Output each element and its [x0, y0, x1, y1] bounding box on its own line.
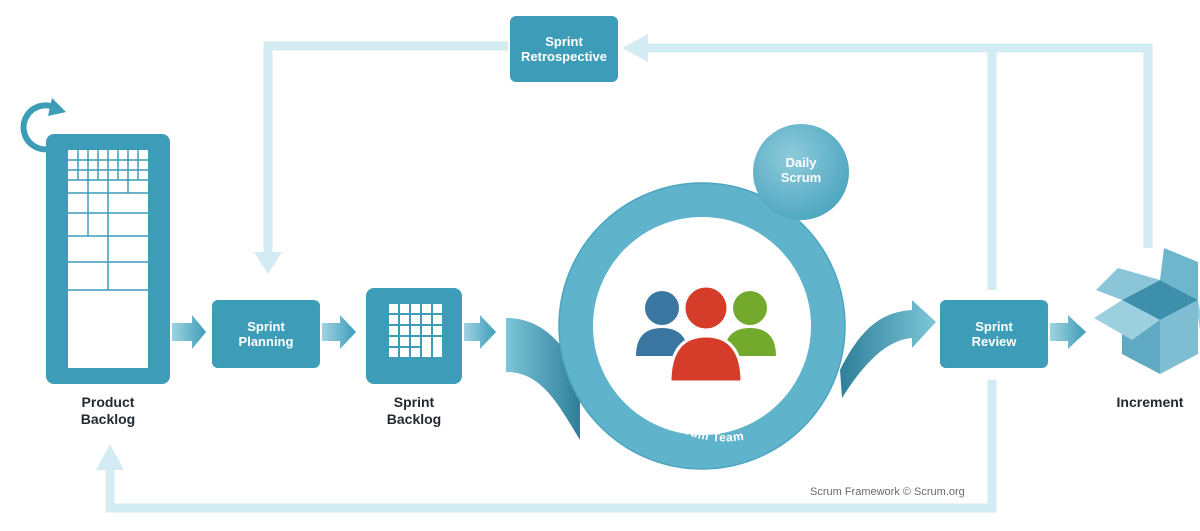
arrow-sprint-backlog-to-team: [464, 315, 496, 349]
review-to-product-backlog-loop: [105, 380, 997, 513]
copyright-credit: Scrum Framework © Scrum.org: [810, 486, 965, 498]
arrow-backlog-to-planning: [172, 315, 206, 349]
increment-box-icon: [1094, 248, 1200, 374]
sprint-backlog-line-2: Backlog: [386, 411, 442, 427]
increment-loop-top: [992, 43, 1153, 248]
sprint-review-label: Sprint Review: [940, 319, 1048, 349]
product-backlog-arrowhead: [96, 444, 124, 470]
sprint-planning-label: Sprint Planning: [212, 319, 320, 349]
planning-arrowhead: [254, 252, 282, 274]
increment-label: Increment: [1116, 394, 1184, 410]
daily-scrum-bubble: [753, 124, 849, 220]
sprint-retrospective-box: [510, 16, 618, 82]
sprint-backlog-line-1: Sprint: [393, 394, 435, 410]
daily-scrum-line-2: Scrum: [780, 170, 822, 185]
sprint-retrospective-label: Sprint Retrospective: [510, 34, 618, 64]
product-backlog-line-1: Product: [81, 394, 135, 410]
flow-arrows: [172, 315, 1086, 349]
refine-cycle-arrowhead: [48, 98, 66, 116]
scrum-team-people-icon: [636, 284, 776, 384]
sprint-retrospective-line-2: Retrospective: [521, 49, 607, 64]
sprint-ring: [559, 183, 845, 469]
arrow-review-to-increment: [1050, 315, 1086, 349]
sprint-planning-line-2: Planning: [238, 334, 294, 349]
daily-scrum-line-1: Daily: [785, 155, 817, 170]
sprint-review-box: [940, 300, 1048, 368]
retrospective-arrowhead: [622, 34, 648, 62]
product-backlog: [20, 98, 170, 384]
sprint-backlog-label: Sprint Backlog: [364, 394, 464, 428]
product-backlog-label: Product Backlog: [58, 394, 158, 428]
sprint-review-line-2: Review: [971, 334, 1017, 349]
daily-scrum-label: Daily Scrum: [753, 155, 849, 185]
arrow-planning-to-sprint-backlog: [322, 315, 356, 349]
swoop-out-of-sprint: [840, 300, 936, 398]
sprint-backlog: [366, 288, 462, 384]
sprint-planning-line-1: Sprint: [247, 319, 285, 334]
sprint-review-line-1: Sprint: [975, 319, 1013, 334]
product-backlog-line-2: Backlog: [80, 411, 136, 427]
retrospective-to-planning-loop: [263, 41, 508, 255]
sprint-planning-box: [212, 300, 320, 368]
sprint-retrospective-line-1: Sprint: [545, 34, 583, 49]
feedback-loops: [96, 34, 1153, 513]
